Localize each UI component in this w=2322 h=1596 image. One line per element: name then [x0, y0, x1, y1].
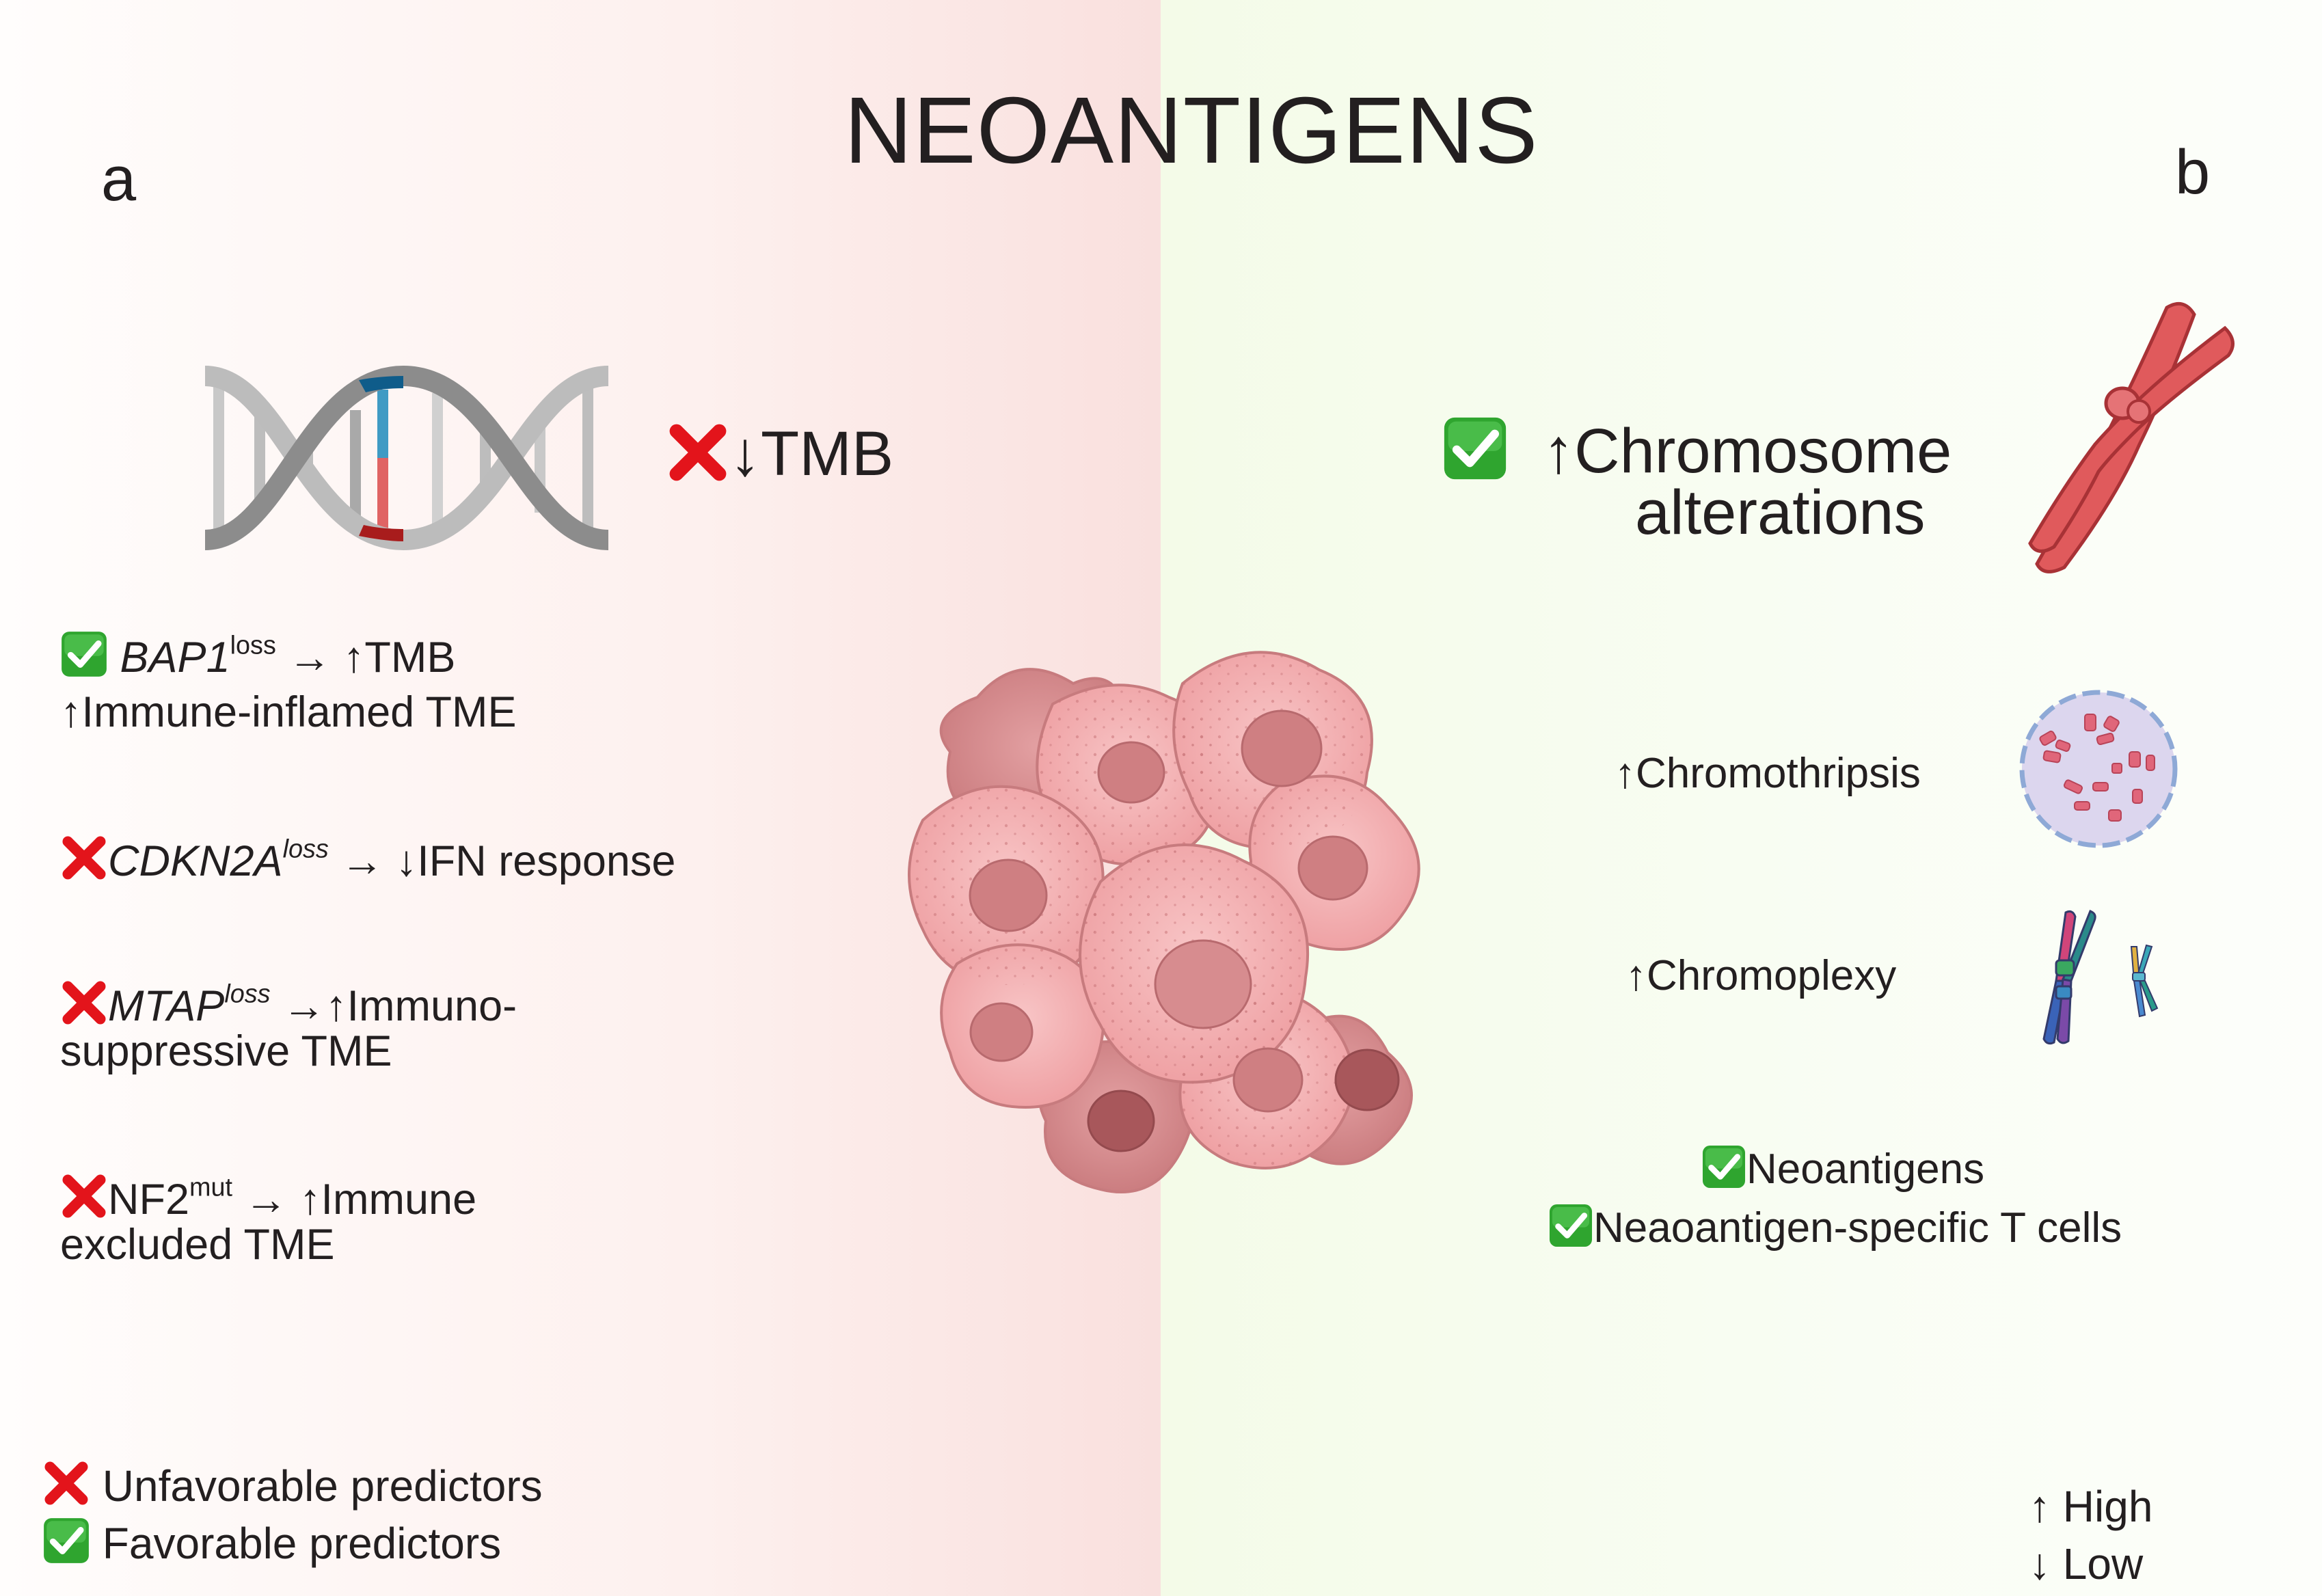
check-icon: [1548, 1203, 1593, 1248]
cross-icon: [60, 979, 108, 1027]
legend-unfavorable: Unfavorable predictors: [42, 1457, 543, 1515]
item-nf2: NF2mut → ↑Immune excluded TME: [60, 1172, 476, 1267]
chromosome-alterations-headline: ↑Chromosome alterations: [1442, 416, 1952, 548]
tmb-statement: ↓TMB: [666, 418, 893, 490]
gene-bap1-sup: loss: [230, 631, 276, 660]
item-cdkn2a: CDKN2Aloss → ↓IFN response: [60, 834, 675, 884]
nf2-effect-line2: excluded TME: [60, 1221, 335, 1269]
chromoplexy-chromosomes-icon: [2042, 910, 2159, 1045]
arrow-legend: ↑ High ↓ Low: [2029, 1478, 2152, 1593]
cross-icon: [42, 1459, 90, 1507]
cross-icon: [60, 834, 108, 882]
check-icon: [42, 1517, 90, 1565]
item-mtap: MTAPloss →↑Immuno- suppressive TME: [60, 979, 517, 1074]
legend-unfavorable-text: Unfavorable predictors: [102, 1461, 543, 1511]
neoantigen-checks: Neoantigens Neaoantigen-specific T cells: [1548, 1140, 2122, 1258]
panel-label-a: a: [101, 144, 137, 214]
chromoplexy-label: ↑Chromoplexy: [1625, 952, 1897, 999]
check-icon: [60, 630, 108, 678]
check-t-cells: Neaoantigen-specific T cells: [1548, 1199, 2122, 1258]
mtap-effect-line2: suppressive TME: [60, 1027, 392, 1076]
legend-favorable-text: Favorable predictors: [102, 1519, 502, 1568]
chromothripsis-nucleus-icon: [2019, 690, 2178, 848]
panel-label-b: b: [2175, 137, 2211, 207]
chromothripsis-label: ↑Chromothripsis: [1615, 750, 1921, 797]
check-icon: [1442, 416, 1508, 481]
gene-nf2: NF2: [108, 1176, 190, 1224]
gene-cdkn2a-sup: loss: [282, 835, 329, 864]
arrow-legend-low: ↓ Low: [2029, 1539, 2144, 1588]
cross-icon: [666, 421, 729, 484]
tmb-text: ↓TMB: [729, 419, 894, 489]
chromosome-icon: [2028, 301, 2235, 573]
bap1-effect-line2: ↑Immune-inflamed TME: [60, 688, 517, 737]
mtap-effect: →↑Immuno-: [270, 982, 517, 1031]
dna-helix-icon: [204, 365, 609, 551]
cdkn2a-effect: → ↓IFN response: [328, 837, 676, 886]
gene-nf2-sup: mut: [189, 1173, 233, 1202]
bap1-effect: → ↑TMB: [275, 634, 456, 682]
cross-icon: [60, 1172, 108, 1220]
gene-cdkn2a: CDKN2A: [108, 837, 283, 886]
headline-line1: ↑Chromosome: [1543, 416, 1952, 487]
gene-bap1: BAP1: [120, 634, 230, 682]
nf2-effect: → ↑Immune: [232, 1176, 477, 1224]
check-neoantigens: Neoantigens: [1548, 1140, 2122, 1199]
predictor-legend: Unfavorable predictors Favorable predict…: [42, 1457, 543, 1572]
check-icon: [1701, 1144, 1746, 1189]
gene-mtap-sup: loss: [224, 979, 271, 1009]
arrow-legend-high: ↑ High: [2029, 1482, 2153, 1531]
check-neoantigens-text: Neoantigens: [1746, 1146, 1985, 1193]
legend-favorable: Favorable predictors: [42, 1515, 543, 1572]
gene-mtap: MTAP: [108, 982, 225, 1031]
item-bap1: BAP1loss → ↑TMB ↑Immune-inflamed TME: [60, 630, 517, 735]
figure-title: NEOANTIGENS: [844, 78, 1539, 183]
tumor-cell-cluster-icon: [908, 651, 1420, 1193]
check-t-cells-text: Neaoantigen-specific T cells: [1593, 1204, 2122, 1252]
headline-line2: alterations: [1635, 478, 1926, 548]
